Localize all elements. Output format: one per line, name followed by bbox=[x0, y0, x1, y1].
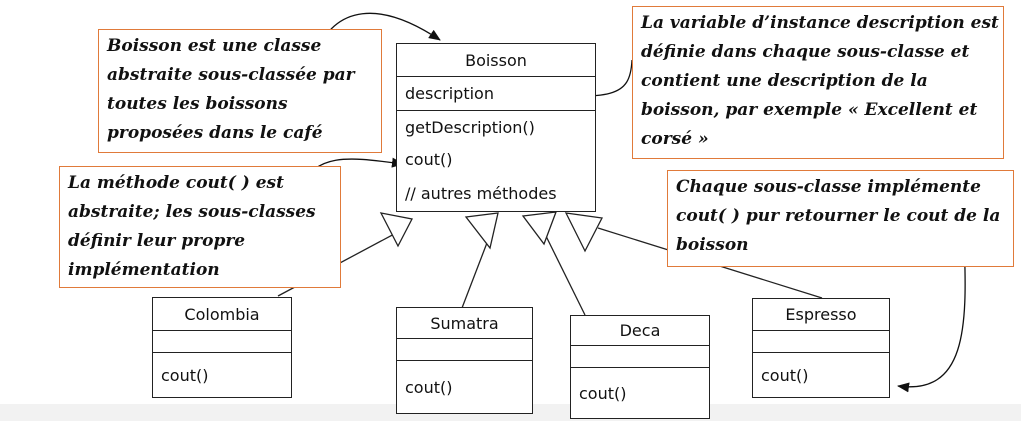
inheritance-triangle-espresso bbox=[564, 212, 603, 253]
class-espresso-name: Espresso bbox=[753, 299, 889, 331]
class-sumatra-method: cout() bbox=[405, 377, 453, 397]
class-colombia-name: Colombia bbox=[153, 298, 291, 331]
note-instance-variable-line: boisson, par exemple « Excellent et bbox=[641, 100, 978, 120]
note-abstract-method-line: La méthode cout( ) est bbox=[68, 173, 284, 193]
inheritance-triangle-sumatra bbox=[464, 212, 499, 250]
note-instance-variable-line: La variable d’instance description est bbox=[641, 13, 999, 33]
class-boisson-name: Boisson bbox=[397, 44, 595, 77]
note-abstract-class-line: abstraite sous-classée par bbox=[107, 65, 355, 85]
note-abstract-method-line: abstraite; les sous-classes bbox=[68, 202, 316, 222]
class-espresso-method: cout() bbox=[761, 365, 809, 385]
inheritance-triangle-deca bbox=[521, 211, 557, 246]
class-boisson-method-getdescription: getDescription() bbox=[405, 117, 535, 137]
note-abstract-method-line: implémentation bbox=[68, 260, 220, 280]
class-sumatra-name: Sumatra bbox=[397, 308, 532, 339]
note-instance-variable: La variable d’instance description est d… bbox=[632, 6, 1004, 159]
class-boisson-method-other: // autres méthodes bbox=[405, 183, 557, 203]
class-deca-attributes bbox=[571, 346, 709, 368]
class-espresso-attributes bbox=[753, 331, 889, 353]
note-arrow-subclass-impl bbox=[897, 239, 966, 393]
note-abstract-method: La méthode cout( ) est abstraite; les so… bbox=[59, 166, 341, 288]
note-abstract-class: Boisson est une classe abstraite sous-cl… bbox=[98, 29, 382, 153]
class-deca-method: cout() bbox=[579, 383, 627, 403]
class-colombia-method: cout() bbox=[161, 365, 209, 385]
class-boisson-method-cout: cout() bbox=[405, 149, 453, 169]
class-boisson-attribute: description bbox=[397, 77, 595, 111]
inheritance-line-deca bbox=[543, 231, 586, 316]
note-subclass-impl-line: Chaque sous-classe implémente bbox=[676, 177, 981, 197]
class-deca-name: Deca bbox=[571, 316, 709, 346]
note-abstract-method-line: définir leur propre bbox=[68, 231, 246, 251]
note-instance-variable-line: corsé » bbox=[641, 129, 709, 149]
note-abstract-class-line: toutes les boissons bbox=[107, 94, 288, 114]
class-colombia: Colombia cout() bbox=[152, 297, 292, 398]
note-subclass-impl-line: boisson bbox=[676, 235, 749, 255]
note-abstract-class-line: Boisson est une classe bbox=[107, 36, 322, 56]
inheritance-triangle-colombia bbox=[379, 212, 413, 248]
class-colombia-attributes bbox=[153, 331, 291, 353]
class-deca: Deca cout() bbox=[570, 315, 710, 419]
class-sumatra: Sumatra cout() bbox=[396, 307, 533, 414]
class-sumatra-attributes bbox=[397, 339, 532, 361]
class-espresso: Espresso cout() bbox=[752, 298, 890, 398]
note-instance-variable-line: définie dans chaque sous-classe et bbox=[641, 42, 970, 62]
note-instance-variable-line: contient une description de la bbox=[641, 71, 928, 91]
inheritance-line-sumatra bbox=[461, 234, 491, 309]
note-subclass-impl: Chaque sous-classe implémente cout( ) pu… bbox=[667, 170, 1014, 267]
note-subclass-impl-line: cout( ) pur retourner le cout de la bbox=[676, 206, 1001, 226]
class-boisson: Boisson description getDescription() cou… bbox=[396, 43, 596, 212]
note-abstract-class-line: proposées dans le café bbox=[107, 123, 323, 143]
